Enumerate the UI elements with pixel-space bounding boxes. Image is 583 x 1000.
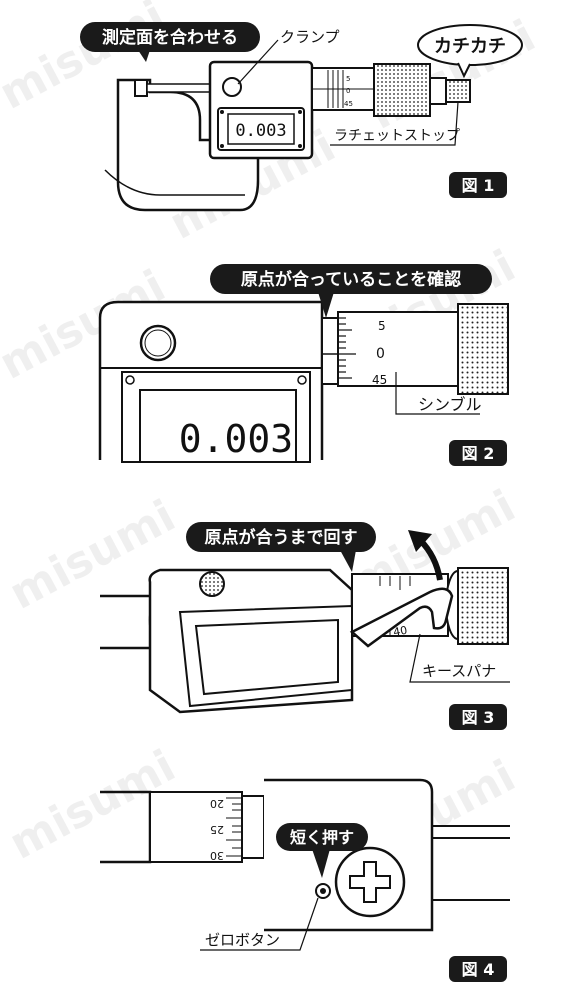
scale-label: 5 (378, 319, 386, 333)
scale-label: 25 (210, 823, 224, 836)
clamp-knob (139, 324, 177, 362)
callout-pill (80, 22, 260, 52)
clamp-label: クランプ (280, 28, 340, 46)
figure-4: 20 25 30 短く押す ゼロボタン 図 4 (100, 778, 510, 982)
lcd-screen (194, 618, 339, 696)
spanner-label: キースパナ (422, 662, 496, 680)
zero-button-label: ゼロボタン (205, 931, 280, 949)
figure-caption-badge (449, 440, 507, 466)
lcd-readout: 0.003 (235, 121, 286, 141)
ratchet-collar (429, 77, 447, 105)
callout-title: 原点が合うまで回す (205, 527, 358, 548)
callout-title: 測定面を合わせる (102, 27, 238, 48)
figure-caption-badge (449, 704, 507, 730)
lcd-screen (227, 113, 295, 145)
figure-caption: 図 2 (462, 444, 495, 463)
scale-label: 0 (376, 346, 385, 362)
thimble (373, 63, 431, 117)
micrometer-frame (116, 78, 260, 212)
spindle (146, 83, 216, 93)
figure-caption: 図 3 (462, 708, 495, 727)
click-sound-label: カチカチ (434, 36, 506, 57)
scale-label: 0 (346, 87, 350, 95)
callout-pill (210, 264, 492, 294)
thimble-label: シンブル (418, 395, 482, 414)
figure-3: 40 原点が合うまで回す キースパナ 図 3 (100, 522, 510, 730)
key-spanner (349, 587, 454, 648)
thimble-scale (149, 791, 243, 863)
scale-label: 5 (346, 75, 350, 83)
ratchet-stop (445, 79, 471, 103)
figure-1: 0.003 5 0 45 測定面を合わせる クランプ カチカチ ラチェットストッ… (80, 22, 523, 212)
figure-caption-badge (449, 172, 507, 198)
thimble-knurl (457, 567, 509, 645)
figure-2: 0.003 5 0 45 原点が合っていることを確認 シンブル 図 2 (98, 264, 509, 466)
callout-pill (186, 522, 376, 552)
callout-title: 原点が合っていることを確認 (241, 269, 461, 290)
ratchet-label: ラチェットストップ (334, 128, 460, 144)
thimble-scale (337, 311, 459, 387)
scale-label: 40 (392, 624, 408, 639)
scale-label: 30 (210, 849, 224, 862)
callout-title: 短く押す (290, 828, 354, 847)
clamp-knob (222, 77, 242, 97)
scale-label: 20 (210, 797, 224, 810)
clamp-knob (199, 571, 225, 597)
thimble-knurl (457, 303, 509, 395)
figure-caption: 図 1 (462, 176, 495, 195)
scale-label: 45 (344, 100, 353, 108)
figure-caption: 図 4 (462, 960, 495, 979)
sleeve (241, 795, 265, 859)
figure-caption-badge (449, 956, 507, 982)
callout-pill (276, 823, 368, 851)
scale-label: 45 (372, 373, 387, 387)
lcd-readout: 0.003 (179, 417, 293, 461)
anvil (134, 79, 148, 97)
lcd-screen (139, 389, 297, 463)
